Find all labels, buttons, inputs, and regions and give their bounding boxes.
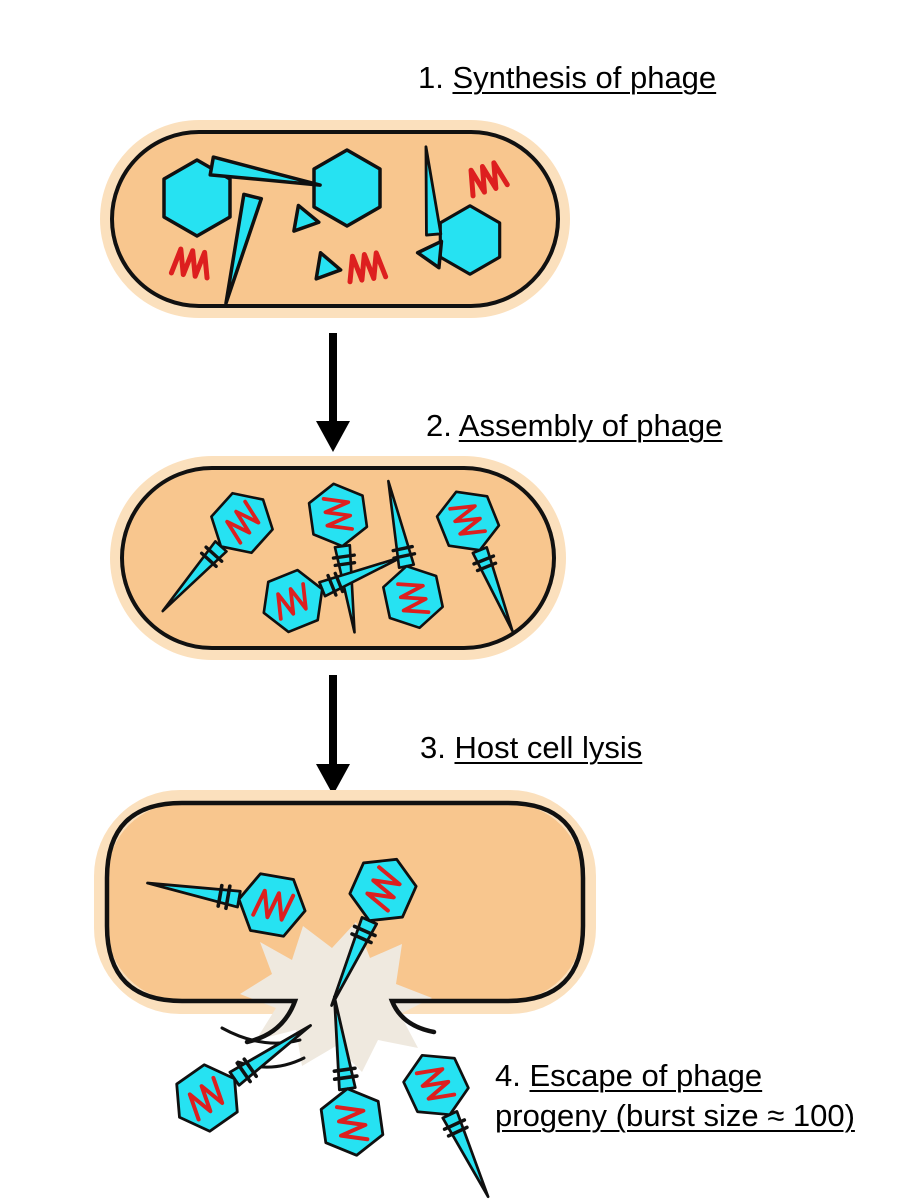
step-1-title: Synthesis of phage [452,60,717,95]
step-3-title: Host cell lysis [454,730,643,765]
step-4-line-1: 4. Escape of phage [495,1056,855,1096]
ruptured-membrane [104,800,586,1045]
step-4-line-2: progeny (burst size ≈ 100) [495,1096,855,1136]
cell-cytoplasm [107,803,583,1001]
step-2-label: 2. Assembly of phage [426,406,722,446]
bacterial-cell-assembly [110,456,566,660]
step-4-title-continued: progeny (burst size ≈ 100) [495,1098,855,1133]
step-2-title: Assembly of phage [458,408,723,443]
bacterial-cell-lysis [94,790,596,1072]
step-2-number: 2. [426,408,452,443]
step-3-number: 3. [420,730,446,765]
step-1-number: 1. [418,60,444,95]
down-arrow-icon [316,333,350,452]
step-4-label: 4. Escape of phage progeny (burst size ≈… [495,1056,855,1136]
step-4-title: Escape of phage [529,1058,763,1093]
phage-capsid-icon [438,204,502,276]
step-1-label: 1. Synthesis of phage [418,58,716,98]
phage-capsid-icon [312,148,382,228]
down-arrow-icon [316,675,350,795]
step-4-number: 4. [495,1058,521,1093]
step-3-label: 3. Host cell lysis [420,728,642,768]
escaping-phage-progeny [163,993,516,1200]
bacterial-cell-synthesis [100,120,570,318]
